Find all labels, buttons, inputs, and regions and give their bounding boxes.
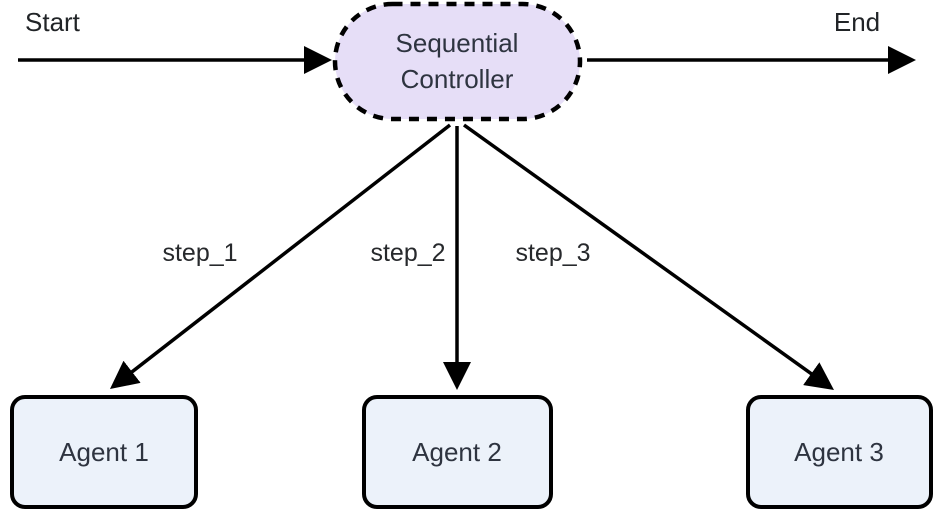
agent-2-shape <box>362 395 553 509</box>
agent-3-label: Agent 3 <box>794 437 884 467</box>
edge-label-step-2: step_2 <box>370 239 445 267</box>
node-agent-1: Agent 1 <box>10 395 198 509</box>
agent-3-shape <box>746 395 933 509</box>
end-label: End <box>834 7 880 37</box>
agent-1-shape <box>10 395 198 509</box>
controller-label-line2: Controller <box>401 64 514 94</box>
edge-step-3 <box>462 123 834 390</box>
controller-label-line1: Sequential <box>396 28 519 58</box>
node-agent-2: Agent 2 <box>362 395 553 509</box>
edge-step-1 <box>109 123 452 389</box>
node-sequential-controller: Sequential Controller <box>332 1 583 122</box>
agent-2-label: Agent 2 <box>412 437 502 467</box>
node-agent-3: Agent 3 <box>746 395 933 509</box>
edge-label-step-1: step_1 <box>162 239 237 267</box>
start-label: Start <box>25 7 81 37</box>
agent-1-label: Agent 1 <box>59 437 149 467</box>
edge-label-step-3: step_3 <box>515 239 590 267</box>
controller-shape <box>332 1 583 122</box>
